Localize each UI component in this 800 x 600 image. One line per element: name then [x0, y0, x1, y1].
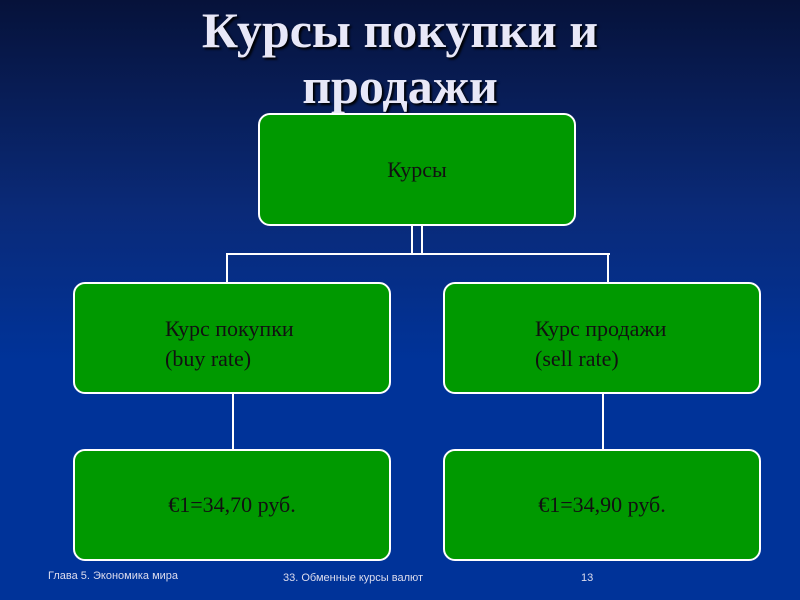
connector	[421, 225, 423, 255]
sell-rate-sublabel: (sell rate)	[535, 346, 619, 371]
root-label: Курсы	[387, 156, 447, 182]
connector	[226, 253, 610, 255]
connector	[602, 392, 604, 450]
root-node: Курсы	[258, 113, 576, 226]
connector	[607, 253, 609, 283]
sell-rate-value-node: €1=34,90 руб.	[443, 449, 761, 561]
slide-title-line2: продажи	[302, 58, 498, 114]
buy-rate-label: Курс покупки	[165, 316, 294, 341]
buy-rate-value: €1=34,70 руб.	[168, 492, 296, 517]
sell-rate-value: €1=34,90 руб.	[538, 492, 666, 517]
footer-page-number: 13	[581, 572, 594, 584]
sell-rate-node: Курс продажи (sell rate)	[443, 282, 761, 394]
connector	[232, 392, 234, 450]
slide-title-line1: Курсы покупки и	[201, 2, 599, 58]
sell-rate-label: Курс продажи	[535, 316, 667, 341]
connector	[226, 253, 228, 283]
buy-rate-sublabel: (buy rate)	[165, 346, 252, 371]
footer-chapter: Глава 5. Экономика мира	[48, 570, 179, 582]
buy-rate-node: Курс покупки (buy rate)	[73, 282, 391, 394]
buy-rate-value-node: €1=34,70 руб.	[73, 449, 391, 561]
connector	[411, 225, 413, 255]
footer-section: 33. Обменные курсы валют	[283, 572, 424, 584]
